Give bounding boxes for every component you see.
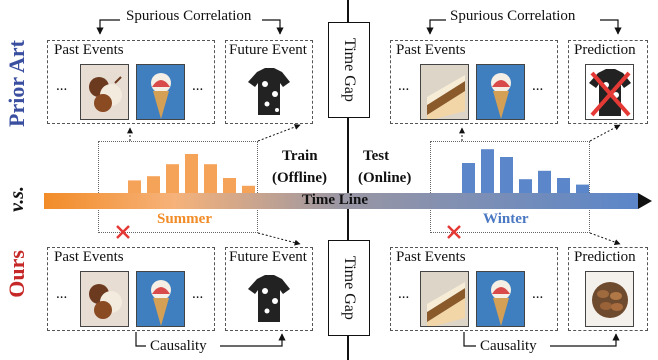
test-label: Test [363,148,390,164]
timeline-label: Time Line [302,192,368,208]
test-sub-label: (Online) [358,170,412,186]
prediction-top-label: Prediction [574,42,636,58]
past-events-right-box [390,40,558,124]
ellipsis: ... [192,78,204,94]
summer-histogram-box [98,141,258,233]
past-events-left-box [47,40,215,124]
time-gap-top: Time Gap [328,22,370,118]
past-events-left-box [47,247,215,331]
dessert-image [80,271,129,327]
ellipsis: ... [56,78,68,94]
past-events-left-label: Past Events [54,42,124,58]
winter-bar [500,157,513,193]
winter-bar [481,149,494,193]
center-divider [347,0,349,360]
time-gap-bottom: Time Gap [328,240,370,336]
icecream-image [476,64,525,120]
icecream-image [136,64,185,120]
winter-bar [557,178,570,193]
coffee-beans-image [585,271,634,327]
shirt-crossed-image [585,64,634,120]
future-event-box [225,40,313,124]
winter-bar [519,179,532,193]
cake-image [420,271,469,327]
spurious-right-title: Spurious Correlation [450,8,576,24]
cross-icon [447,225,461,239]
summer-bar [242,185,255,193]
summer-bar [204,164,217,193]
train-label: Train [282,148,318,164]
timeline-bar [44,193,638,209]
future-event-box [225,247,313,331]
winter-histogram-box [430,141,590,233]
winter-bar [462,163,475,193]
ellipsis: ... [532,286,544,302]
train-sub-label: (Offline) [272,170,327,186]
spurious-left-title: Spurious Correlation [126,8,252,24]
shirt-image [245,271,294,327]
ellipsis: ... [398,78,410,94]
prediction-top-box [568,40,648,124]
summer-bar [185,154,198,193]
summer-label: Summer [157,211,212,227]
icecream-image [136,271,185,327]
causality-left-label: Causality [150,338,207,354]
dessert-image [80,64,129,120]
causality-right-label: Causality [480,338,537,354]
icecream-image [476,271,525,327]
cake-image [420,64,469,120]
summer-bar [166,164,179,193]
winter-bar [576,184,589,193]
ellipsis: ... [56,286,68,302]
past-events-right-label: Past Events [396,42,466,58]
past-events-right-label: Past Events [396,249,466,265]
ellipsis: ... [192,286,204,302]
summer-bar [147,176,160,193]
winter-label: Winter [483,211,529,227]
prediction-bottom-box [568,247,648,331]
summer-bar [223,178,236,193]
ellipsis: ... [398,286,410,302]
ellipsis: ... [532,78,544,94]
past-events-right-box [390,247,558,331]
shirt-image [245,64,294,120]
future-event-label: Future Event [229,42,307,58]
cross-icon [116,225,130,239]
prediction-bottom-label: Prediction [574,249,636,265]
winter-bar [538,170,551,193]
future-event-label: Future Event [229,249,307,265]
timeline-arrowhead [638,193,652,209]
summer-bar [128,180,141,193]
past-events-left-label: Past Events [54,249,124,265]
